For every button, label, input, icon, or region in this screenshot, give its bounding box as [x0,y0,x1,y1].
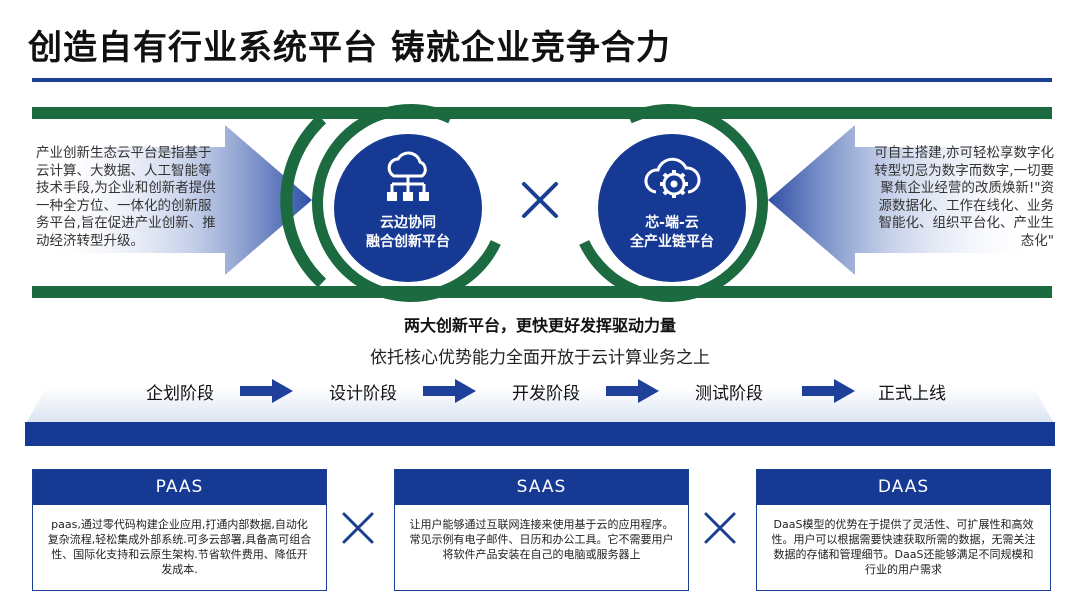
green-band-bottom [32,286,1052,298]
stage-arrow-1 [240,379,293,403]
stage-planning: 企划阶段 [146,384,214,404]
cloud-gear-icon [644,157,701,198]
multiply-icon-card-1 [342,512,374,544]
card-daas: DAAS DaaS模型的优势在于提供了灵活性、可扩展性和高效性。用户可以根据需要… [756,469,1051,591]
card-saas-title: SAAS [395,470,688,505]
green-band-top [32,107,1052,119]
card-daas-body: DaaS模型的优势在于提供了灵活性、可扩展性和高效性。用户可以根据需要快速获取所… [771,518,1036,576]
card-paas-title: PAAS [33,470,326,505]
tagline-secondary: 依托核心优势能力全面开放于云计算业务之上 [370,348,710,368]
card-daas-title: DAAS [757,470,1050,505]
card-paas: PAAS paas,通过零代码构建企业应用,打通内部数据,自动化复杂流程,轻松集… [32,469,327,591]
platform-left-line2: 融合创新平台 [366,234,450,250]
left-description: 产业创新生态云平台是指基于云计算、大数据、人工智能等技术手段,为企业和创新者提供… [36,145,216,249]
platform-circle-left: 云边协同 融合创新平台 [334,134,482,282]
platform-right-line2: 全产业链平台 [630,234,714,250]
platform-right-line1: 芯-端-云 [645,215,699,231]
stage-launch: 正式上线 [878,384,946,404]
tagline-primary: 两大创新平台，更快更好发挥驱动力量 [403,316,676,335]
title-divider [32,78,1052,82]
multiply-icon-card-2 [704,512,736,544]
left-inflow-arrow [40,125,312,275]
card-paas-body: paas,通过零代码构建企业应用,打通内部数据,自动化复杂流程,轻松集成外部系统… [47,518,312,576]
stage-design: 设计阶段 [329,384,397,404]
right-inflow-arrow [768,125,1040,275]
stage-arrow-3 [606,379,659,403]
multiply-icon-center [522,182,558,218]
stage-testing: 测试阶段 [695,384,763,404]
card-saas: SAAS 让用户能够通过互联网连接来使用基于云的应用程序。常见示例有电子邮件、日… [394,469,689,591]
platform-left-line1: 云边协同 [380,215,436,231]
card-saas-body: 让用户能够通过互联网连接来使用基于云的应用程序。常见示例有电子邮件、日历和办公工… [409,518,674,561]
page-title: 创造自有行业系统平台 铸就企业竞争合力 [28,28,671,68]
left-ring [280,114,327,288]
platform-circle-right: 芯-端-云 全产业链平台 [598,134,746,282]
process-panel-base [25,422,1055,446]
right-description: 可自主搭建,亦可轻松享数字化转型切忌为数字而数字,一切要聚焦企业经营的改质焕新!… [874,145,1054,249]
cloud-network-icon [387,151,429,201]
stage-development: 开发阶段 [512,384,580,404]
stage-arrow-4 [802,379,855,403]
stage-arrow-2 [423,379,476,403]
